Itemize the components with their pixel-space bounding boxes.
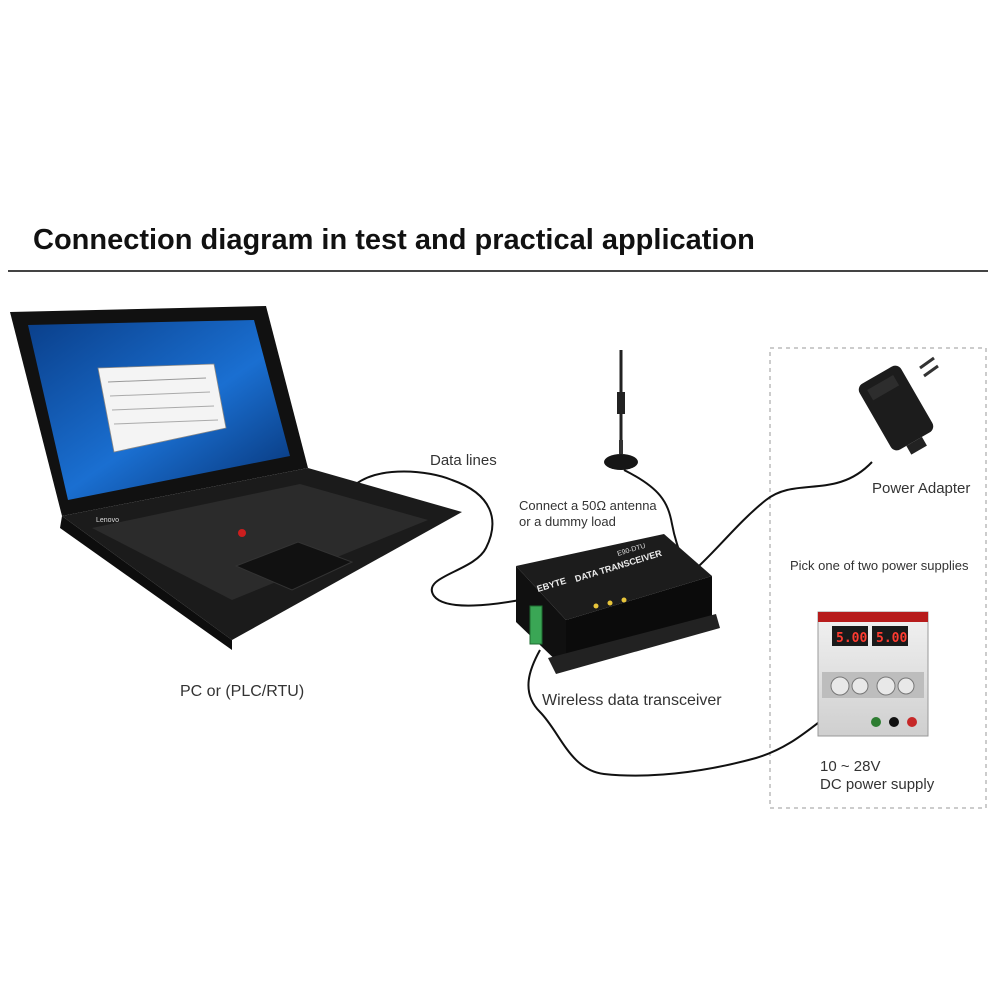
data-lines-label: Data lines [430, 452, 497, 469]
pc-label: PC or (PLC/RTU) [180, 683, 305, 700]
transceiver-icon: E90-DTU DATA TRANSCEIVER EBYTE [516, 534, 720, 674]
adapter-cable [689, 461, 873, 575]
psu-reading-left: 5.00 [836, 631, 867, 646]
power-adapter-icon [858, 356, 939, 455]
antenna-icon [604, 350, 638, 470]
data-cable [355, 470, 521, 607]
power-adapter-label: Power Adapter [872, 480, 971, 497]
laptop-icon: Lenovo [10, 306, 462, 650]
power-options-box [769, 347, 987, 809]
antenna-note-line1: Connect a 50Ω antenna [519, 498, 657, 513]
title-divider [8, 270, 988, 272]
dc-supply-label: DC power supply [820, 776, 935, 793]
dc-cable [527, 649, 831, 777]
dc-voltage-label: 10 ~ 28V [820, 758, 881, 775]
page-title: Connection diagram in test and practical… [33, 224, 755, 256]
dc-power-supply-icon: 5.00 5.00 [817, 611, 929, 737]
laptop-brand: Lenovo [96, 517, 119, 524]
antenna-note-line2: or a dummy load [519, 514, 616, 529]
psu-reading-right: 5.00 [876, 631, 907, 646]
power-choice-label: Pick one of two power supplies [790, 558, 969, 573]
transceiver-label: Wireless data transceiver [542, 692, 722, 709]
